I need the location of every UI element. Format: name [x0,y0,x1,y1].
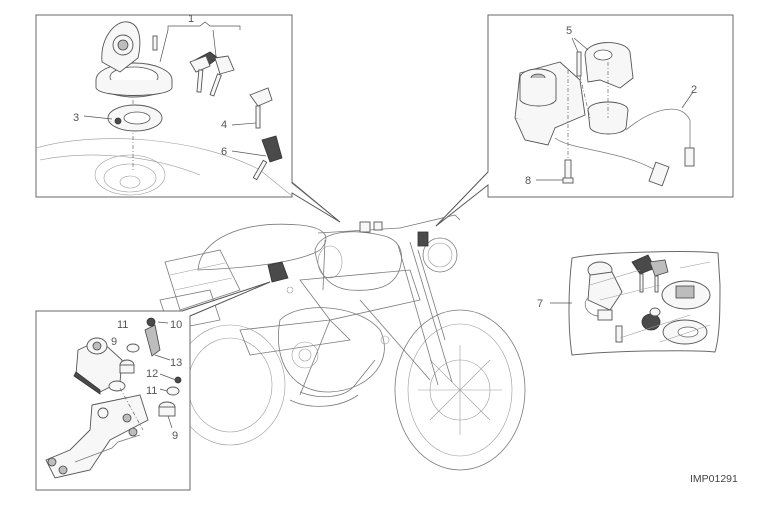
callout-4: 4 [221,119,227,131]
panel-fuel-cap-keys [35,14,341,223]
callout-6: 6 [221,146,227,158]
callout-7: 7 [537,298,543,310]
callout-13: 13 [170,357,182,369]
panel-ignition-switch [435,14,734,227]
callout-3: 3 [73,112,79,124]
callout-9-upper: 9 [111,336,117,348]
callout-10: 10 [170,319,182,331]
callout-1: 1 [188,13,194,25]
callout-8: 8 [525,175,531,187]
panel-control-unit-mount [35,281,271,491]
callout-5: 5 [566,25,572,37]
callout-12: 12 [146,368,158,380]
panel-lock-kit [550,251,721,356]
motorcycle-illustration [159,214,526,471]
reference-code: IMP01291 [690,473,738,485]
callout-2: 2 [691,84,697,96]
callout-11-upper: 11 [117,319,128,331]
callout-11-lower: 11 [146,385,157,397]
callout-9-lower: 9 [172,430,178,442]
